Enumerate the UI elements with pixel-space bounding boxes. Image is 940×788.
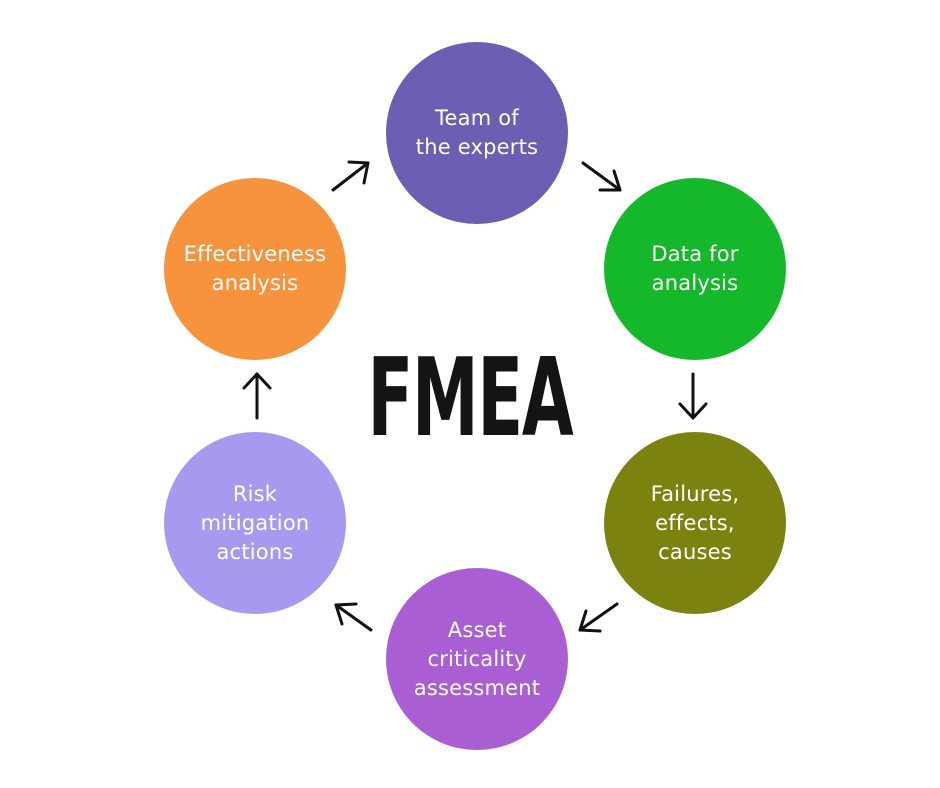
node-label: Risk mitigation actions	[200, 481, 310, 564]
arrow-icon	[678, 372, 708, 420]
node-data-for-analysis: Data for analysis	[604, 178, 786, 360]
diagram-title: FMEA	[367, 335, 574, 461]
arrow-icon	[334, 602, 373, 632]
arrow-icon	[581, 161, 622, 192]
node-label: Team of the experts	[415, 106, 539, 159]
arrow-icon	[578, 602, 619, 633]
node-label: Failures, effects, causes	[650, 481, 740, 564]
node-team-of-experts: Team of the experts	[386, 42, 568, 224]
node-failures-effects-causes: Failures, effects, causes	[604, 432, 786, 614]
node-label: Data for analysis	[651, 242, 739, 295]
node-risk-mitigation-actions: Risk mitigation actions	[164, 432, 346, 614]
node-label: Effectiveness analysis	[183, 242, 327, 295]
node-label: Asset criticality assessment	[413, 617, 541, 700]
arrow-icon	[331, 160, 370, 192]
node-effectiveness-analysis: Effectiveness analysis	[164, 178, 346, 360]
arrow-icon	[242, 372, 272, 420]
node-asset-criticality-assessment: Asset criticality assessment	[386, 568, 568, 750]
